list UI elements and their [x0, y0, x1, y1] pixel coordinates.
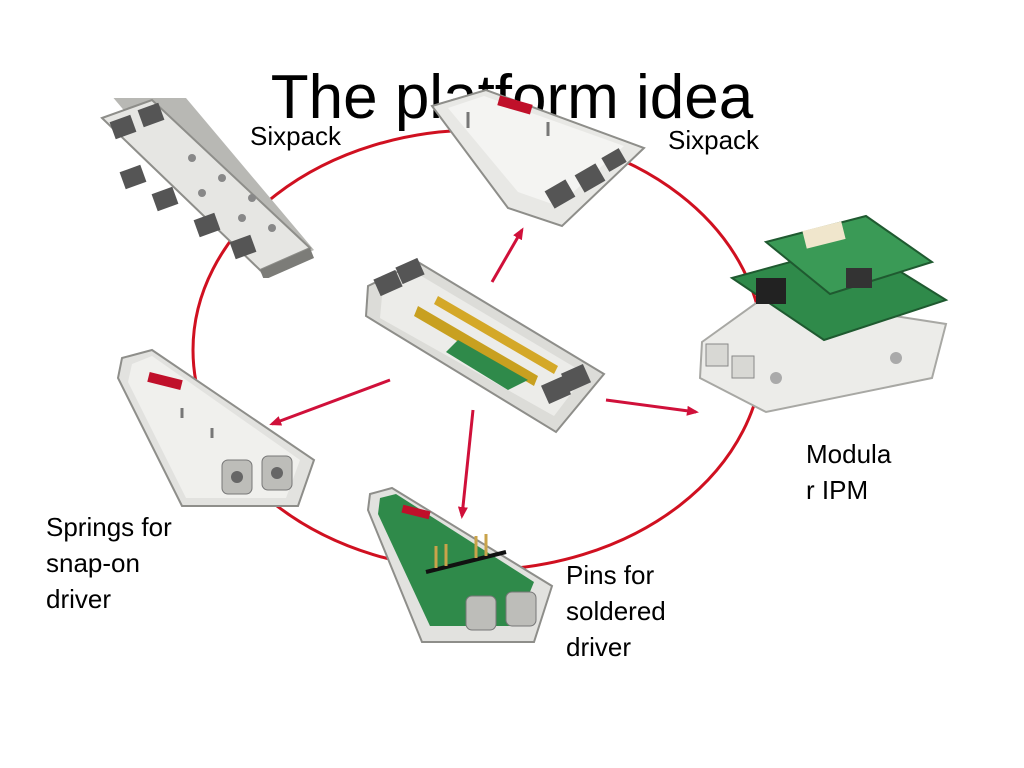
label-modular-ipm-line-2: r IPM: [806, 475, 869, 505]
modular-ipm-image: [698, 214, 949, 414]
springs-module-image: [116, 348, 316, 507]
label-pins-line-2: soldered: [566, 596, 666, 626]
pins-module-image: [366, 486, 554, 643]
label-springs-line-1: Springs for: [46, 512, 172, 542]
center-module-image: [364, 257, 606, 434]
arrow-to-pins-module: [457, 409, 475, 519]
label-springs: Springs for snap-on driver: [46, 509, 172, 617]
arrow-to-top-sixpack: [490, 227, 524, 283]
label-pins: Pins for soldered driver: [566, 557, 666, 665]
label-modular-ipm-line-1: Modula: [806, 439, 892, 469]
label-pins-line-3: driver: [566, 632, 632, 662]
sixpack-module-left-image: [100, 98, 314, 278]
label-modular-ipm: Modula r IPM: [806, 436, 891, 508]
label-sixpack-right: Sixpack: [668, 125, 760, 155]
label-springs-line-3: driver: [46, 584, 112, 614]
label-sixpack-left: Sixpack: [250, 121, 342, 151]
label-pins-line-1: Pins for: [566, 560, 655, 590]
sixpack-module-top-image: [430, 88, 646, 228]
label-springs-line-2: snap-on: [46, 548, 140, 578]
arrow-to-springs-module: [269, 378, 391, 426]
arrow-to-modular-ipm: [605, 398, 699, 416]
